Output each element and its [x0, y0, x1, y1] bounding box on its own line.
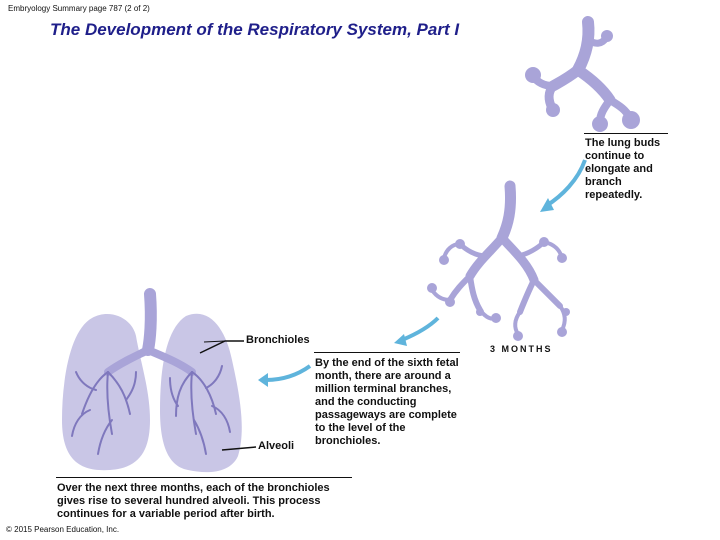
branching-stage-2-tips: [427, 237, 570, 341]
slide-title: The Development of the Respiratory Syste…: [50, 20, 460, 39]
arrow-2-curve: [401, 316, 440, 342]
lung-buds-caption: The lung buds continue to elongate and b…: [585, 137, 661, 201]
copyright-notice: © 2015 Pearson Education, Inc.: [6, 525, 120, 534]
arrow-2-head: [394, 334, 407, 346]
page-header-note: Embryology Summary page 787 (2 of 2): [8, 4, 150, 13]
lung-buds-caption-rule: [584, 133, 668, 134]
lung-bud-stage-1: [529, 16, 634, 126]
sixth-month-caption-rule: [314, 352, 460, 353]
alveoli-label: Alveoli: [258, 440, 295, 452]
arrow-3-curve: [265, 364, 312, 382]
arrow-1-head: [540, 198, 554, 212]
sixth-month-caption: By the end of the sixth fetal month, the…: [315, 357, 459, 447]
bronchioles-label: Bronchioles: [246, 334, 310, 346]
bronchioles-leader-2: [203, 340, 226, 343]
three-months-caption: Over the next three months, each of the …: [57, 482, 330, 520]
three-months-label: 3 MONTHS: [490, 344, 553, 354]
right-lung: [160, 313, 242, 473]
lungs-stage-3: [62, 288, 242, 473]
arrow-3-head: [258, 373, 268, 387]
arrow-1-curve: [544, 159, 587, 208]
lung-bud-tips: [525, 30, 640, 132]
three-months-caption-rule: [56, 477, 352, 478]
alveoli-leader: [221, 446, 257, 451]
left-lung: [62, 314, 150, 471]
